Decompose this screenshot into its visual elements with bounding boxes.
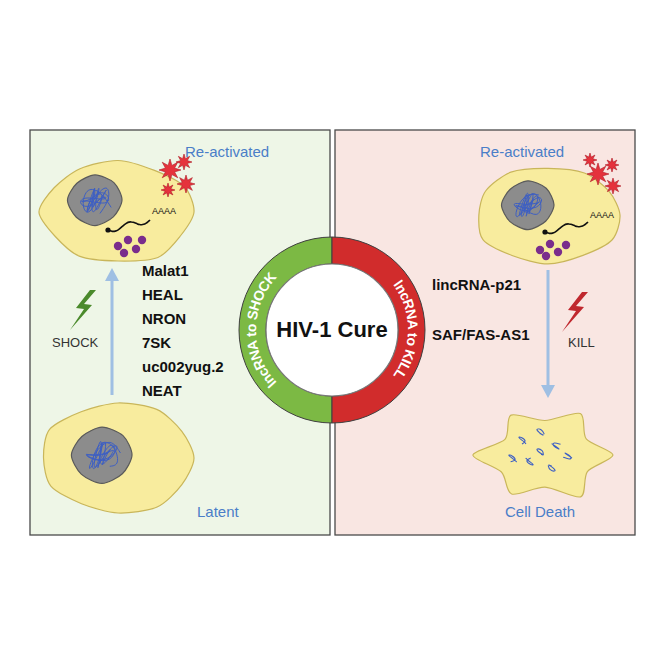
viral-protein: [554, 248, 562, 256]
process-arrow: [547, 270, 550, 388]
dna-fragment: [509, 455, 517, 462]
chromatin: [514, 193, 541, 216]
dna-fragment: [552, 443, 561, 449]
lightning-bolt: [562, 292, 588, 332]
viral-protein: [536, 246, 544, 254]
state-label: Re-activated: [185, 143, 269, 160]
lightning-bolt: [70, 290, 96, 330]
viral-protein: [132, 245, 140, 253]
chromatin: [86, 442, 120, 469]
viral-protein: [114, 242, 122, 250]
viral-protein: [120, 249, 128, 257]
mrna-cap: [105, 227, 110, 232]
ring-label: lncRNA to KILL: [390, 277, 421, 383]
lncrna-name: uc002yug.2: [142, 358, 224, 375]
lncrna-name: SAF/FAS-AS1: [432, 326, 530, 343]
ring-label: lncRNA to SHOCK: [243, 269, 279, 392]
action-label: KILL: [568, 336, 595, 351]
viral-protein: [542, 252, 550, 260]
lncrna-name: Malat1: [142, 262, 189, 279]
viral-protein: [546, 240, 554, 248]
polya-tail-label: AAAA: [590, 210, 614, 220]
viral-protein: [562, 241, 570, 249]
dna-fragment: [519, 437, 526, 444]
cure-circle: lncRNA to SHOCK lncRNA to KILLHIV-1 Cure: [235, 233, 429, 427]
viral-protein: [138, 236, 146, 244]
state-label: Re-activated: [480, 143, 564, 160]
state-label: Cell Death: [505, 503, 575, 520]
arrow-head: [541, 385, 555, 398]
virus-particle: [177, 175, 195, 193]
mrna-cap: [542, 229, 547, 234]
nucleus: [67, 175, 122, 226]
action-label: SHOCK: [52, 336, 98, 351]
process-arrow: [111, 278, 114, 395]
mrna-strand: [108, 220, 150, 231]
virus-particle: [605, 178, 621, 194]
inner-circle: [266, 264, 398, 396]
dna-fragment: [537, 429, 544, 435]
lncrna-name: NRON: [142, 310, 186, 327]
lncrna-name: HEAL: [142, 286, 183, 303]
state-label: Latent: [197, 503, 239, 520]
dying-cell: [473, 413, 613, 497]
lncrna-name: NEAT: [142, 382, 182, 399]
viral-protein: [124, 236, 132, 244]
polya-tail-label: AAAA: [152, 206, 176, 216]
dna-fragment: [563, 453, 572, 459]
cell-body: [44, 403, 194, 513]
lncrna-name: lincRNA-p21: [432, 276, 521, 293]
dna-fragment: [526, 458, 533, 465]
nucleus: [71, 427, 132, 483]
arrow-head: [105, 268, 119, 281]
dna-fragment: [548, 465, 555, 471]
mrna-strand: [545, 222, 588, 233]
virus-particle: [605, 158, 619, 172]
chromatin: [81, 188, 112, 213]
virus-particle: [583, 153, 597, 167]
center-title: HIV-1 Cure: [276, 317, 387, 342]
lncrna-name: 7SK: [142, 334, 171, 351]
dna-fragment: [537, 449, 543, 455]
nucleus: [501, 181, 554, 230]
virus-particle: [161, 183, 175, 197]
